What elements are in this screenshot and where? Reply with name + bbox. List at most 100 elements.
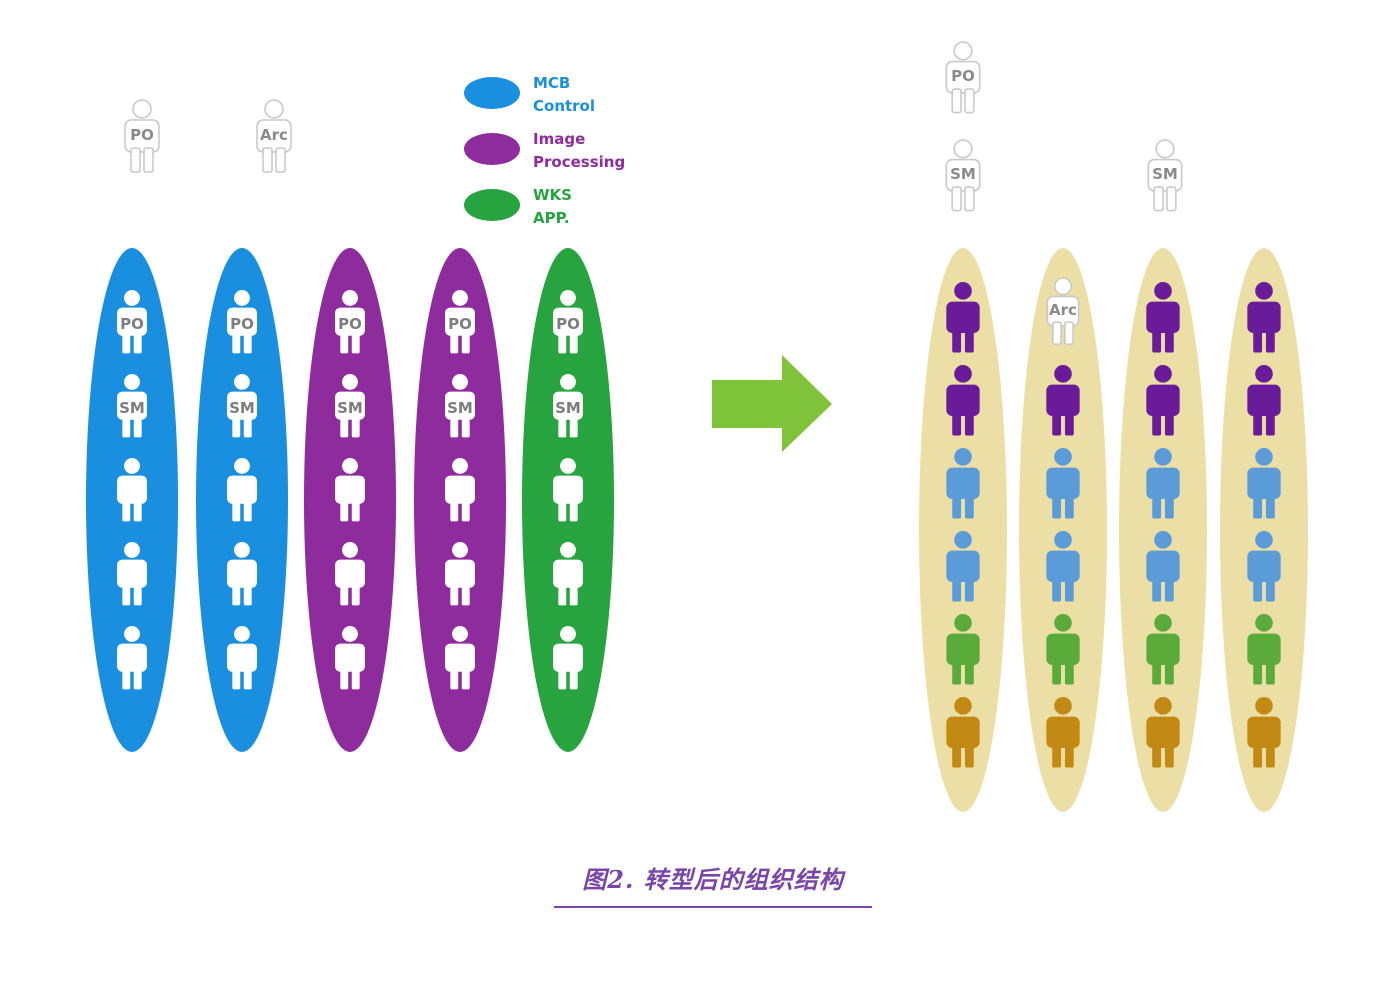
- team-4: PO SM: [414, 248, 506, 752]
- top-person-arc: Arc: [256, 99, 292, 173]
- feature-team-2: Arc: [1019, 248, 1107, 812]
- member-icon: PO: [117, 290, 147, 354]
- member-icon: [946, 614, 980, 685]
- arrow-right-icon: [712, 355, 832, 452]
- top-person-po: PO: [124, 99, 160, 173]
- member-icon: [1146, 448, 1180, 519]
- member-icon: [1146, 697, 1180, 768]
- member-label: PO: [338, 315, 362, 333]
- team-3: PO SM: [304, 248, 396, 752]
- legend-swatch: [464, 189, 520, 221]
- member-label: PO: [120, 315, 144, 333]
- member-icon: SM: [445, 374, 475, 438]
- legend-swatch: [464, 77, 520, 109]
- arrow-shape: [712, 355, 832, 452]
- member-icon: SM: [117, 374, 147, 438]
- member-icon: [227, 542, 257, 606]
- member-icon: [227, 626, 257, 690]
- team-ellipse: [1019, 248, 1107, 812]
- member-label: SM: [229, 399, 255, 417]
- feature-team-4: [1220, 248, 1308, 812]
- member-label: SM: [555, 399, 581, 417]
- team-2: PO SM: [196, 248, 288, 752]
- member-icon: SM: [227, 374, 257, 438]
- member-icon: [1146, 282, 1180, 353]
- member-icon: [1046, 697, 1080, 768]
- team-ellipse: [1119, 248, 1207, 812]
- member-icon: [1146, 614, 1180, 685]
- member-icon: [1046, 448, 1080, 519]
- legend-label: Image: [533, 130, 585, 148]
- member-icon: [946, 531, 980, 602]
- person-label: SM: [950, 165, 976, 183]
- member-icon: [553, 542, 583, 606]
- member-arc: Arc: [1046, 277, 1080, 346]
- member-icon: [553, 458, 583, 522]
- after-structure: PO SM SM Arc: [919, 41, 1308, 812]
- member-icon: [1247, 697, 1281, 768]
- member-icon: [1146, 531, 1180, 602]
- legend-label: Control: [533, 97, 595, 115]
- legend-swatch: [464, 133, 520, 165]
- figure-caption: 图2. 转型后的组织结构: [554, 856, 872, 908]
- top-person-po: PO: [945, 41, 981, 114]
- top-person-sm: SM: [945, 139, 981, 212]
- member-icon: [1046, 531, 1080, 602]
- member-label: SM: [119, 399, 145, 417]
- member-icon: [1247, 282, 1281, 353]
- member-icon: [946, 697, 980, 768]
- member-label: PO: [230, 315, 254, 333]
- member-icon: SM: [553, 374, 583, 438]
- member-icon: [1146, 365, 1180, 436]
- member-icon: [1247, 448, 1281, 519]
- caption-text: 图2. 转型后的组织结构: [582, 865, 844, 894]
- member-icon: [117, 458, 147, 522]
- member-icon: [553, 626, 583, 690]
- member-icon: SM: [335, 374, 365, 438]
- team-ellipse: [919, 248, 1007, 812]
- legend-label: Processing: [533, 153, 625, 171]
- person-label: Arc: [1049, 301, 1077, 319]
- member-icon: [1247, 531, 1281, 602]
- member-label: PO: [448, 315, 472, 333]
- member-icon: [117, 542, 147, 606]
- legend-label: MCB: [533, 74, 570, 92]
- member-label: SM: [447, 399, 473, 417]
- team-1: PO SM: [86, 248, 178, 752]
- person-label: PO: [951, 67, 975, 85]
- top-person-sm: SM: [1147, 139, 1183, 212]
- member-icon: [1247, 365, 1281, 436]
- member-icon: [335, 542, 365, 606]
- person-label: PO: [130, 126, 154, 144]
- team-5: PO SM: [522, 248, 614, 752]
- member-label: PO: [556, 315, 580, 333]
- member-icon: [445, 542, 475, 606]
- member-icon: PO: [553, 290, 583, 354]
- member-icon: PO: [227, 290, 257, 354]
- member-icon: PO: [335, 290, 365, 354]
- member-icon: [445, 626, 475, 690]
- person-label: Arc: [260, 126, 288, 144]
- person-label: SM: [1152, 165, 1178, 183]
- member-icon: [335, 458, 365, 522]
- member-icon: [335, 626, 365, 690]
- legend-item: MCB Control: [464, 74, 595, 115]
- member-icon: [1247, 614, 1281, 685]
- member-icon: [946, 365, 980, 436]
- legend-label: WKS: [533, 186, 572, 204]
- team-ellipse: [1220, 248, 1308, 812]
- member-icon: [946, 282, 980, 353]
- feature-team-1: [919, 248, 1007, 812]
- member-icon: [1046, 614, 1080, 685]
- member-icon: [1046, 365, 1080, 436]
- member-icon: [227, 458, 257, 522]
- legend-item: WKS APP.: [464, 186, 572, 227]
- member-icon: [445, 458, 475, 522]
- feature-team-3: [1119, 248, 1207, 812]
- legend-label: APP.: [533, 209, 570, 227]
- member-icon: [946, 448, 980, 519]
